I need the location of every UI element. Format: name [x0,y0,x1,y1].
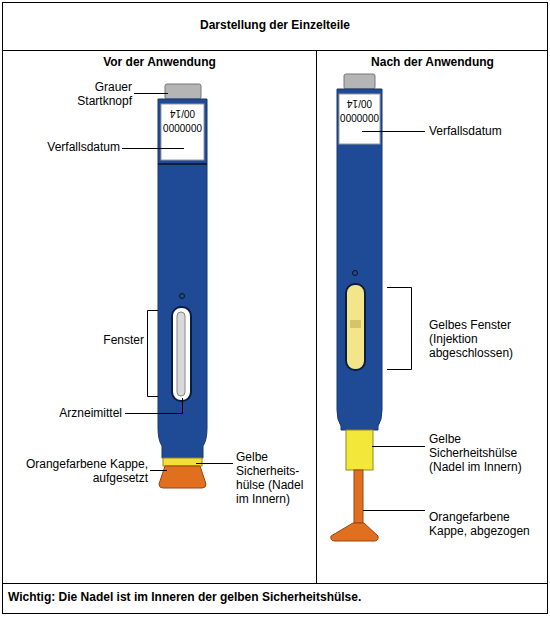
part-label: Fenster [40,333,144,347]
lot-number: 0000000 [161,121,204,133]
lot-number: 0000000 [339,111,380,123]
diagram-title: Darstellung der Einzelteile [3,18,547,32]
part-label: Gelbe Sicherheitshülse (Nadel im Innern) [429,432,544,474]
date-text: 00/14 [339,97,380,109]
part-label: Arzneimittel [20,406,122,420]
part-label: Verfallsdatum [20,140,120,154]
date-text: 00/14 [161,107,204,119]
part-label: Orangefarbene Kappe, aufgesetzt [8,457,148,485]
column-heading: Nach der Anwendung [318,55,547,69]
note-text: Wichtig: Die Nadel ist im Inneren der ge… [8,590,544,604]
part-label: Orangefarbene Kappe, abgezogen [429,510,544,538]
part-label: Gelbe Sicherheits-hülse (Nadel im Innern… [236,450,314,506]
part-label: Verfallsdatum [429,124,544,138]
part-label: Grauer Startknopf [40,80,132,108]
part-label: Gelbes Fenster (Injektion abgeschlossen) [429,318,539,360]
column-heading: Vor der Anwendung [3,55,316,69]
